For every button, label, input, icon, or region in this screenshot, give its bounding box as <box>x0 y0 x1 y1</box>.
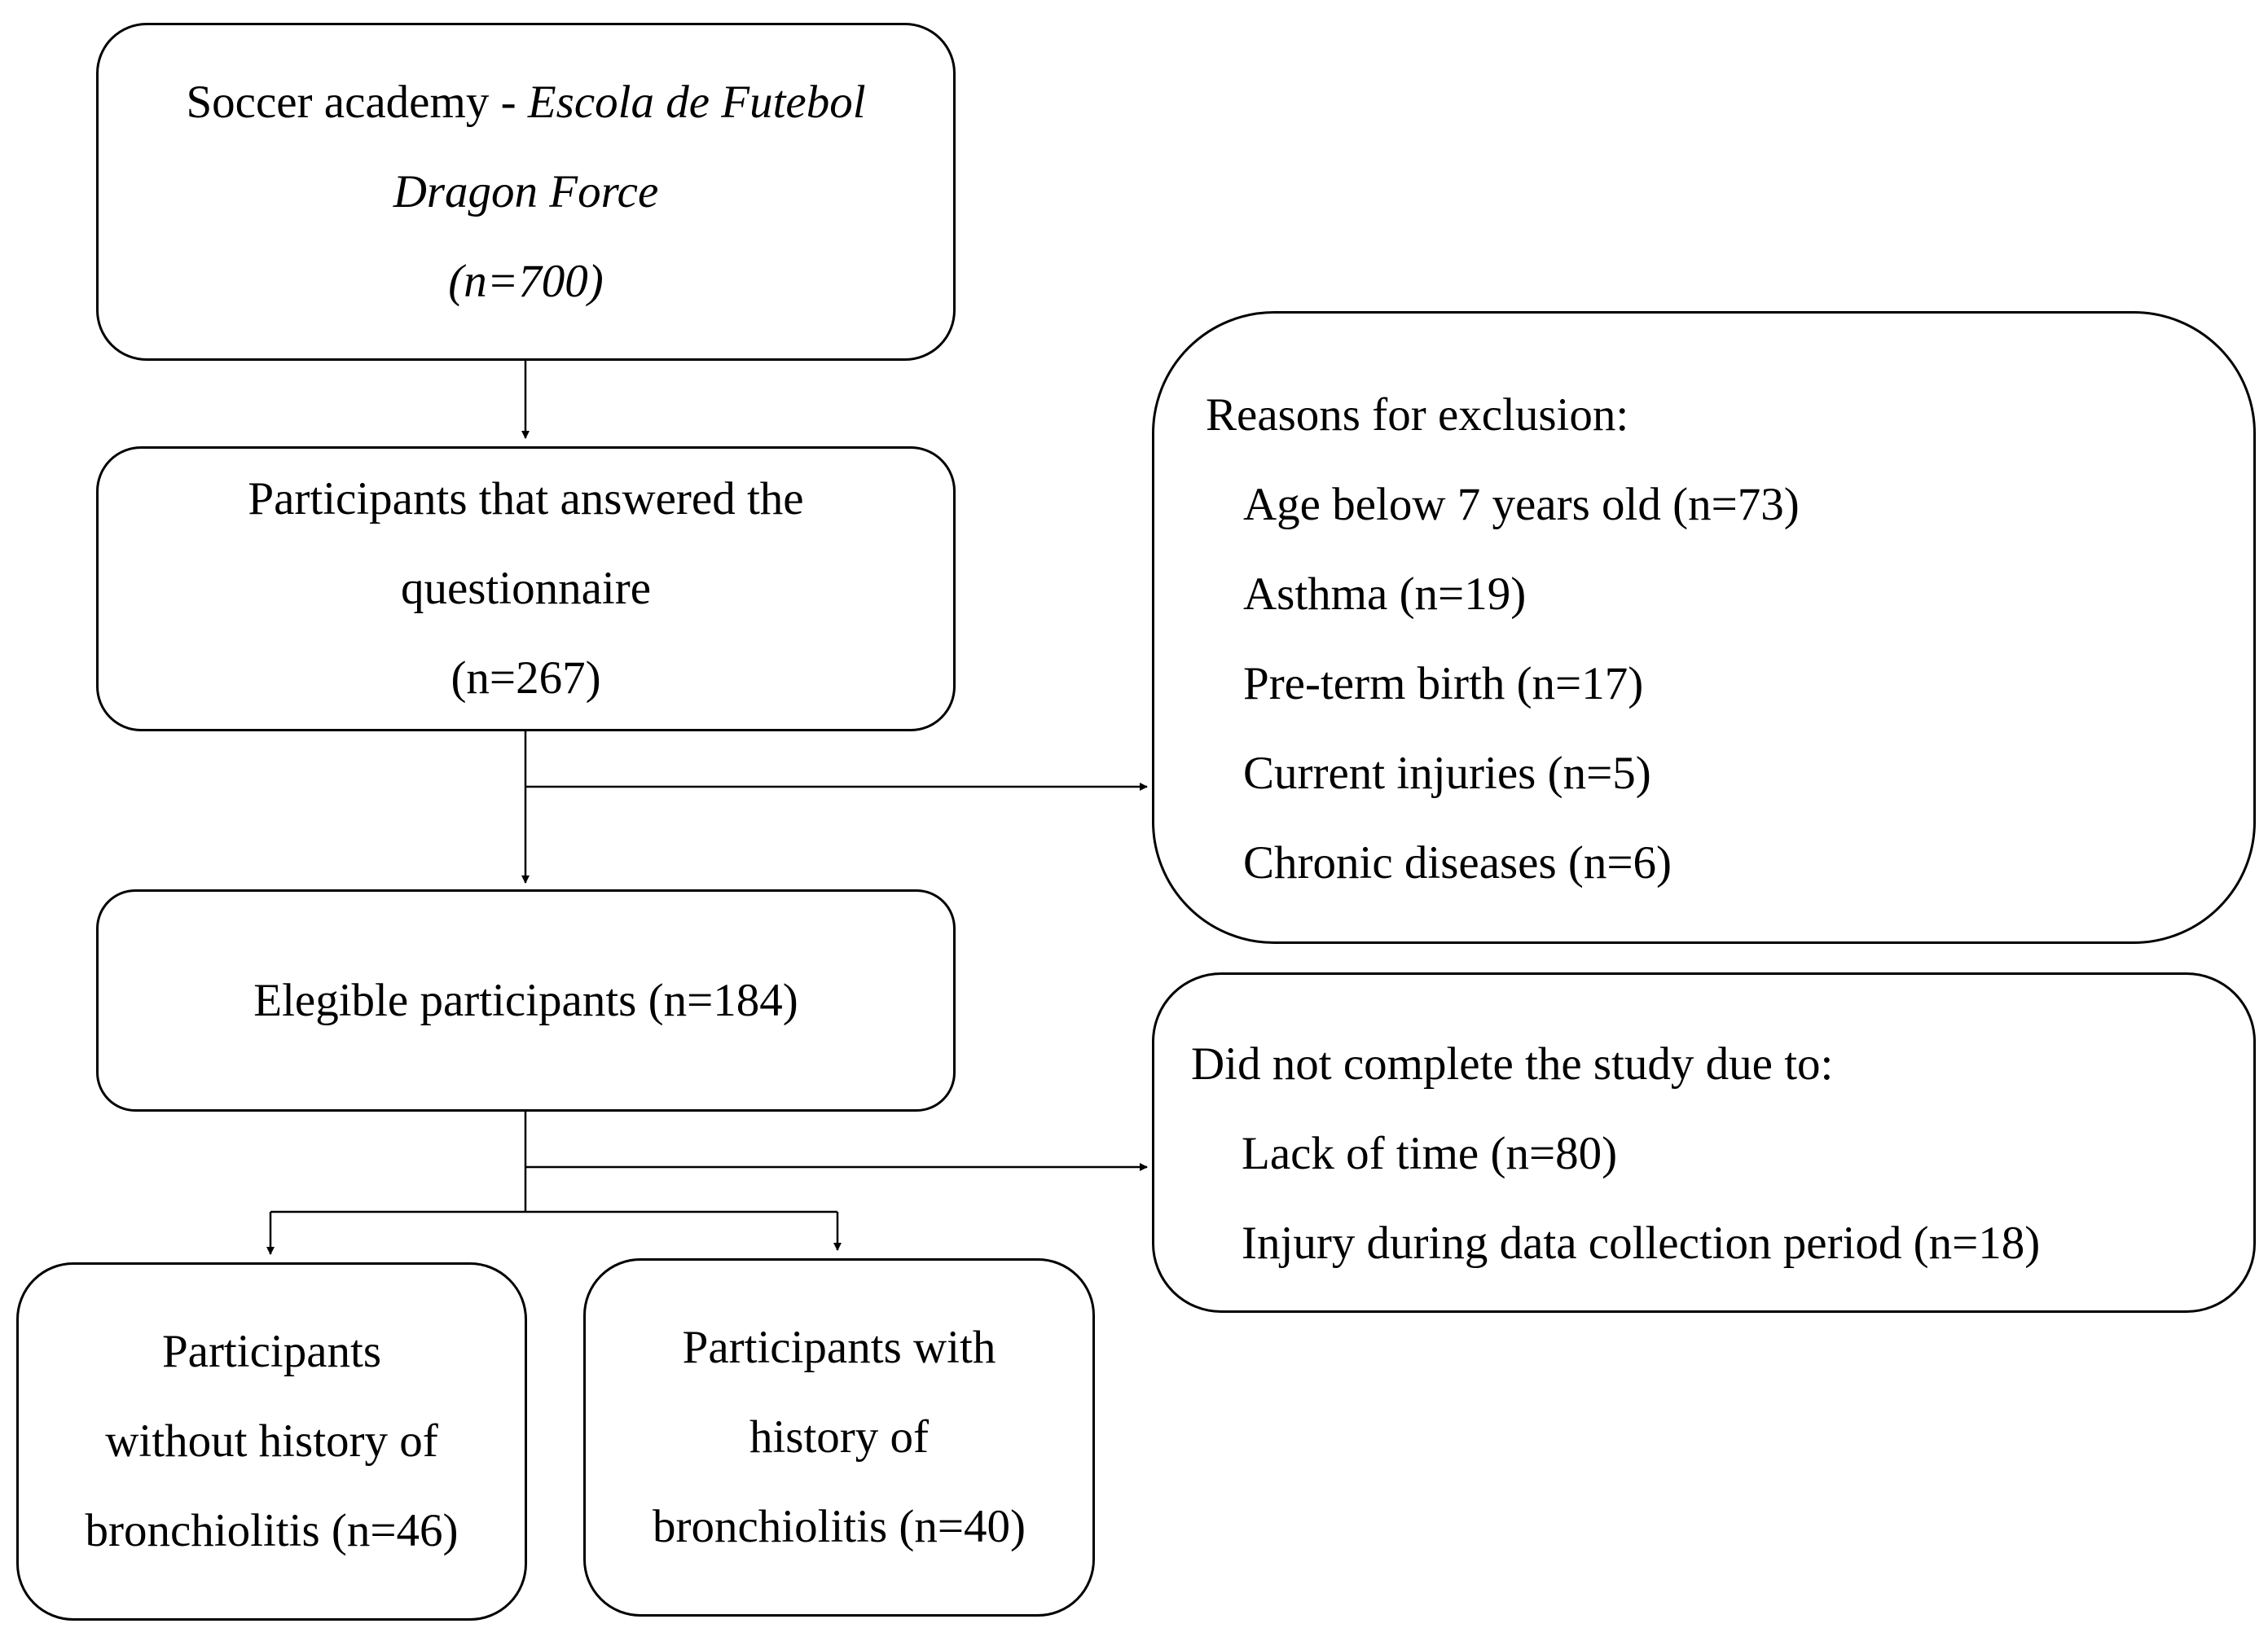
academy-box: Soccer academy - Escola de Futebol Drago… <box>96 23 956 361</box>
exclusion-item: Current injuries (n=5) <box>1243 748 1651 799</box>
eligible-label: Elegible participants (n=184) <box>253 974 798 1026</box>
exclusion-box <box>1152 311 2256 944</box>
academy-name-part1: Escola de Futebol <box>527 76 866 128</box>
academy-line-1: Soccer academy - Escola de Futebol <box>186 58 865 147</box>
eligible-box: Elegible participants (n=184) <box>96 889 956 1112</box>
without-history-line-1: Participants <box>161 1326 382 1377</box>
dropout-item: Lack of time (n=80) <box>1242 1128 1618 1179</box>
without-history-line-2: without history of <box>105 1415 438 1467</box>
exclusion-item: Asthma (n=19) <box>1243 568 1527 620</box>
answered-line-2: questionnaire <box>400 563 652 614</box>
with-history-line-3: bronchiolitis (n=40) <box>652 1501 1026 1552</box>
answered-count: (n=267) <box>451 652 601 704</box>
academy-prefix: Soccer academy - <box>186 76 528 128</box>
with-history-box: Participants with history of bronchiolit… <box>583 1258 1095 1617</box>
dropout-box <box>1152 972 2256 1313</box>
without-history-line-3: bronchiolitis (n=46) <box>85 1505 459 1556</box>
exclusion-title: Reasons for exclusion: <box>1206 389 1629 441</box>
dropout-item: Injury during data collection period (n=… <box>1242 1218 2041 1269</box>
academy-count: (n=700) <box>448 255 604 307</box>
academy-name-part2: Dragon Force <box>393 165 659 217</box>
with-history-line-1: Participants with <box>682 1322 996 1373</box>
with-history-line-2: history of <box>749 1411 930 1463</box>
exclusion-item: Age below 7 years old (n=73) <box>1243 479 1800 530</box>
answered-line-1: Participants that answered the <box>248 473 804 524</box>
exclusion-text: Reasons for exclusion: Age below 7 years… <box>1206 371 1800 908</box>
dropout-title: Did not complete the study due to: <box>1191 1038 1834 1090</box>
answered-box: Participants that answered the questionn… <box>96 446 956 731</box>
exclusion-item: Chronic diseases (n=6) <box>1243 837 1672 889</box>
without-history-box: Participants without history of bronchio… <box>16 1262 527 1621</box>
exclusion-item: Pre-term birth (n=17) <box>1243 658 1644 709</box>
dropout-text: Did not complete the study due to: Lack … <box>1191 1020 2040 1288</box>
